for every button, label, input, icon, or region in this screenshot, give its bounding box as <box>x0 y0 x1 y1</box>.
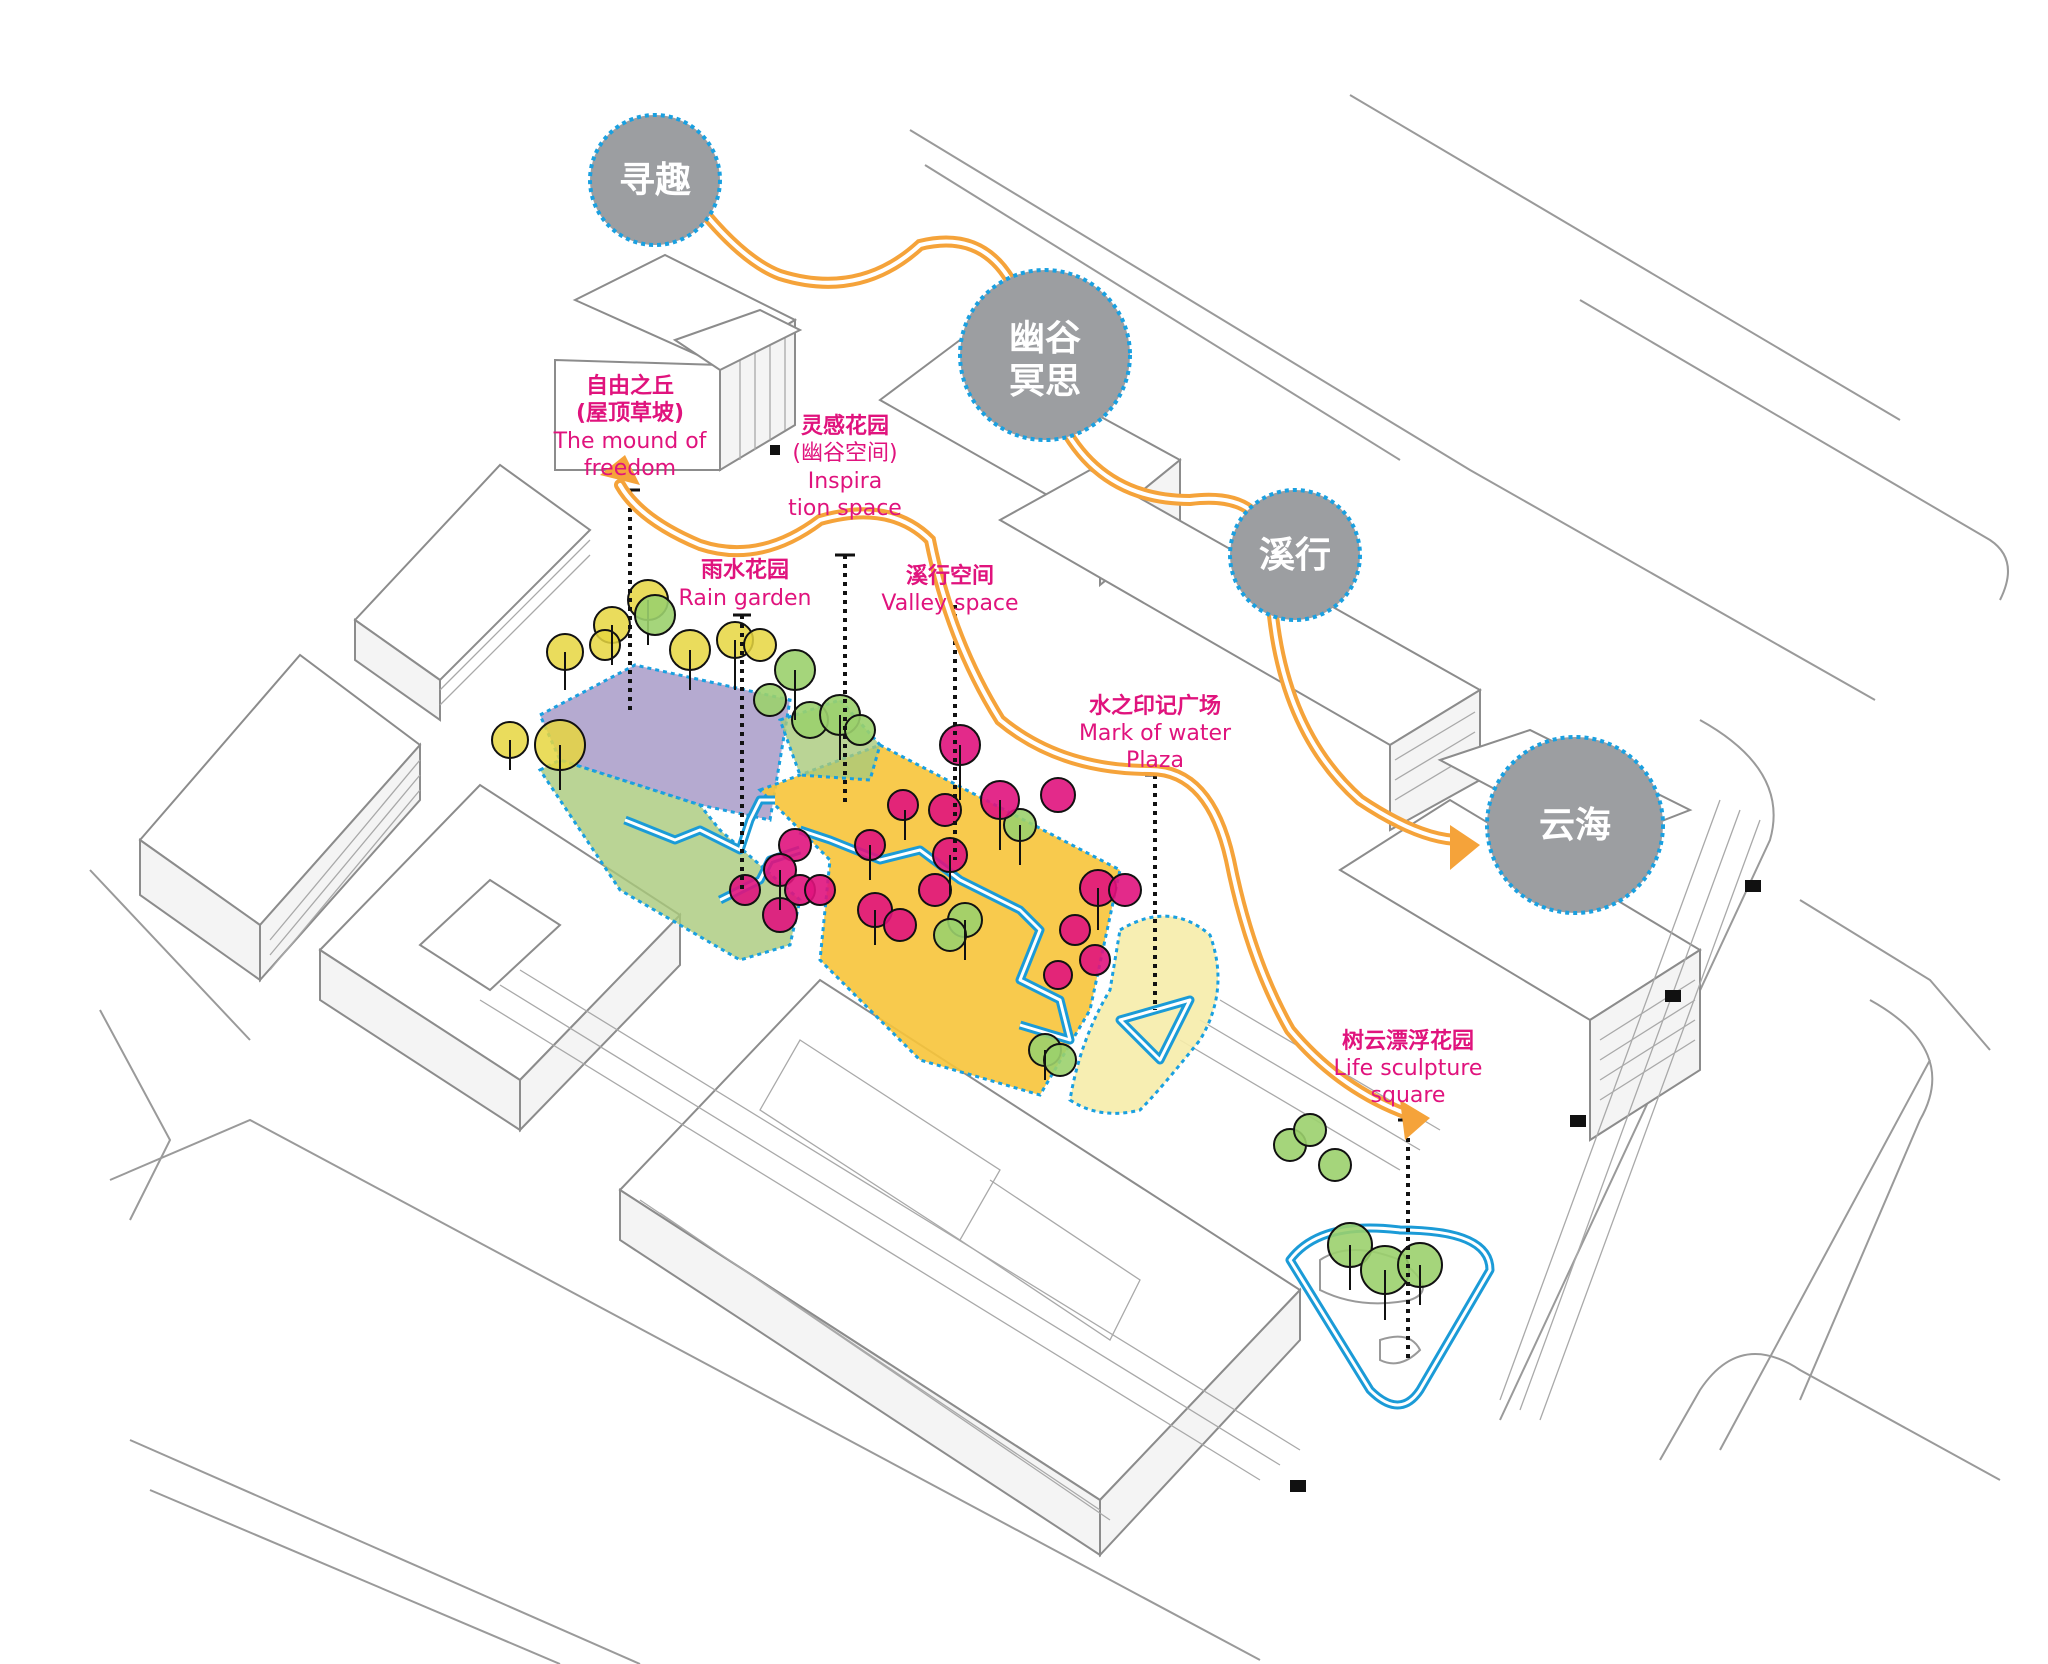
bubble-xixing-text: 溪行 <box>1259 535 1331 576</box>
label-life-en2: square <box>1371 1083 1446 1108</box>
leader-lines <box>628 490 1410 1360</box>
label-mound-of-freedom: 自由之丘 (屋顶草坡) The mound of freedom <box>553 373 708 481</box>
label-valley-cn1: 溪行空间 <box>906 563 994 589</box>
road-outlines <box>89 94 2009 1664</box>
label-inspiration-en2: tion space <box>788 496 902 521</box>
label-rain-garden: 雨水花园 Rain garden <box>679 557 812 611</box>
bubble-xixing: 溪行 <box>1228 488 1362 622</box>
label-inspiration-cn2: (幽谷空间) <box>792 441 897 466</box>
label-life-en1: Life sculpture <box>1334 1056 1483 1081</box>
label-inspiration-cn1: 灵感花园 <box>801 413 889 439</box>
bubble-yougu-line2: 冥思 <box>1009 361 1081 402</box>
bubble-yougu: 幽谷 冥思 <box>958 268 1132 442</box>
label-mark-of-water-plaza: 水之印记广场 Mark of water Plaza <box>1079 693 1232 773</box>
label-mound-en1: The mound of <box>553 429 708 454</box>
label-water-en1: Mark of water <box>1079 721 1232 746</box>
label-rain-cn1: 雨水花园 <box>701 557 789 583</box>
label-inspiration-en1: Inspira <box>808 469 883 494</box>
label-inspiration-space: 灵感花园 (幽谷空间) Inspira tion space <box>788 413 902 521</box>
trees <box>491 579 1443 1320</box>
buildings <box>138 253 1761 1558</box>
label-valley-space: 溪行空间 Valley space <box>881 563 1018 616</box>
bubble-xunqu-text: 寻趣 <box>619 160 691 201</box>
bubble-yougu-line1: 幽谷 <box>1009 318 1081 359</box>
bubble-yunhai-text: 云海 <box>1539 805 1611 846</box>
label-life-cn1: 树云漂浮花园 <box>1342 1028 1474 1054</box>
label-water-en2: Plaza <box>1126 748 1184 773</box>
bubble-yunhai: 云海 <box>1485 735 1665 915</box>
label-life-sculpture-square: 树云漂浮花园 Life sculpture square <box>1334 1028 1483 1108</box>
label-valley-en1: Valley space <box>881 591 1018 616</box>
label-mound-en2: freedom <box>584 456 676 481</box>
label-water-cn1: 水之印记广场 <box>1089 693 1221 719</box>
purple-zone <box>538 663 792 822</box>
label-mound-cn1: 自由之丘 <box>586 373 674 399</box>
label-rain-en1: Rain garden <box>679 586 812 611</box>
bubble-xunqu: 寻趣 <box>588 113 722 247</box>
label-mound-cn2: (屋顶草坡) <box>576 400 684 426</box>
